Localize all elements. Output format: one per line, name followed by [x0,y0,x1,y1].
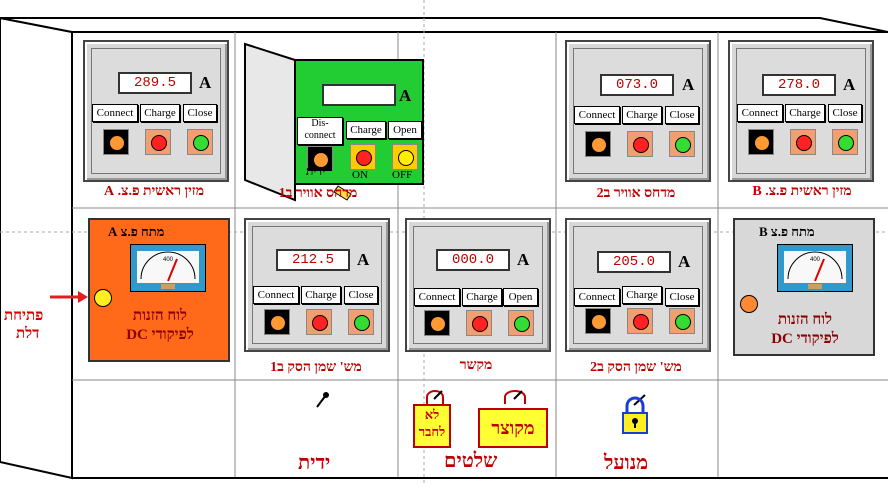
door-arrow-icon [50,291,88,303]
compressor-1-open-button[interactable]: Open [388,121,422,139]
compressor-1-disconnect-button[interactable]: Dis-connect [297,117,343,145]
manual-label: ידית [298,452,331,474]
feeder-a-green-lamp[interactable] [187,129,213,155]
compressor-1-charge-button[interactable]: Charge [346,121,386,139]
coupler-switch-lamp[interactable] [424,310,450,336]
dc-panel-a-label-2: לפיקודי DC [126,327,194,343]
oil-heater-2-connect-button[interactable]: Connect [574,288,620,306]
oil-heater-1-green-lamp[interactable] [348,309,374,335]
oil-heater-1-close-button[interactable]: Close [344,286,378,304]
feeder-b-charge-button[interactable]: Charge [785,104,825,122]
compressor-1-on-lamp[interactable] [350,144,376,170]
coupler-green-lamp[interactable] [508,310,534,336]
compressor-2-readout: 073.0 [600,74,674,96]
locked-label: מנועל [604,452,649,474]
compressor-1-unit: A [399,86,412,105]
feeder-b-connect-button[interactable]: Connect [737,104,783,122]
lock-icon[interactable] [620,393,650,437]
oil-heater-1-caption: מש' שמן הסק ב1 [270,360,362,375]
dc-panel-a-knob[interactable] [94,289,112,307]
compressor-2-unit: A [682,75,695,94]
feeder-b-green-lamp[interactable] [832,129,858,155]
compressor-1-manual-label: ידית [306,164,326,178]
sign-hook-icon-1 [426,390,444,404]
feeder-a-close-button[interactable]: Close [183,104,217,122]
feeder-a-unit: A [199,73,212,92]
dc-panel-a-title: מתח פ.צ A [108,224,165,239]
shorted-tag[interactable]: מקוצר [478,408,548,448]
dc-panel-b-label-2: לפיקודי DC [771,331,839,347]
feeder-a-caption: מזין ראשית פ.צ. A [103,184,204,199]
coupler-readout: 000.0 [436,249,510,271]
compressor-2-caption: מדחס אוויר ב2 [596,186,676,201]
dc-panel-a-scale: 400 [163,257,174,263]
dc-panel-a: מתח פ.צ A 400 לוח הזנות לפיקודי DC [88,218,230,362]
no-connect-tag-line1: לא [424,407,440,422]
oil-heater-1-charge-button[interactable]: Charge [301,286,341,304]
oil-heater-2-charge-button[interactable]: Charge [622,286,662,304]
compressor-1-on-label: ON [352,169,368,181]
coupler-open-button[interactable]: Open [503,288,538,306]
compressor-1-switch-lamp[interactable] [307,146,333,172]
oil-heater-2-green-lamp[interactable] [669,308,695,334]
compressor-2-connect-button[interactable]: Connect [574,106,620,124]
compressor-2-close-button[interactable]: Close [665,106,699,124]
dc-panel-b: מתח פ.צ B 400 לוח הזנות לפיקודי DC [733,218,875,356]
oil-heater-2-unit: A [678,252,691,271]
oil-heater-1-red-lamp[interactable] [306,309,332,335]
coupler-caption: מקשר [459,358,493,373]
compressor-1-caption: מדחס אוויר ב1 [278,186,358,201]
signs-label: שלטים [444,450,498,472]
no-connect-tag-line2: לחבר [418,424,446,439]
dc-panel-a-voltmeter: 400 [130,244,206,292]
dc-panel-b-scale: 400 [810,257,821,263]
oil-heater-2-close-button[interactable]: Close [665,288,699,306]
compressor-2-charge-button[interactable]: Charge [622,106,662,124]
compressor-1-off-label: OFF [392,169,413,181]
feeder-a-switch-lamp[interactable] [103,129,129,155]
feeder-a-red-lamp[interactable] [145,129,171,155]
coupler-charge-button[interactable]: Charge [462,288,502,306]
feeder-a-readout: 289.5 [118,72,192,94]
coupler-unit: A [517,250,530,269]
feeder-a-charge-button[interactable]: Charge [140,104,180,122]
manual-handle-icon[interactable] [312,390,332,410]
oil-heater-1-connect-button[interactable]: Connect [253,286,299,304]
feeder-b-readout: 278.0 [762,74,836,96]
dc-panel-a-label-1: לוח הזנות [132,308,188,324]
door-open-label-2: דלת [16,326,40,342]
dc-panel-b-voltmeter: 400 [777,244,853,292]
oil-heater-2-readout: 205.0 [597,251,671,273]
feeder-b-red-lamp[interactable] [790,129,816,155]
feeder-b-unit: A [843,75,856,94]
dc-panel-b-title: מתח פ.צ B [759,224,815,239]
compressor-2-red-lamp[interactable] [627,131,653,157]
compressor-1-readout [322,84,396,106]
oil-heater-1-switch-lamp[interactable] [264,309,290,335]
oil-heater-2-caption: מש' שמן הסק ב2 [590,360,682,375]
sign-hook-icon-2 [504,390,526,404]
feeder-b-close-button[interactable]: Close [828,104,862,122]
no-connect-tag[interactable]: לא לחבר [413,404,451,448]
feeder-b-switch-lamp[interactable] [748,129,774,155]
coupler-red-lamp[interactable] [466,310,492,336]
door-open-label-1: פתיחת [4,308,44,324]
oil-heater-1-unit: A [357,250,370,269]
oil-heater-1-readout: 212.5 [276,249,350,271]
oil-heater-2-red-lamp[interactable] [627,308,653,334]
feeder-b-caption: מזין ראשית פ.צ. B [752,184,852,199]
dc-panel-b-label-1: לוח הזנות [777,312,833,328]
dc-panel-b-knob[interactable] [740,295,758,313]
feeder-a-connect-button[interactable]: Connect [92,104,138,122]
coupler-connect-button[interactable]: Connect [414,288,460,306]
compressor-1-off-lamp[interactable] [392,144,418,170]
compressor-2-switch-lamp[interactable] [585,131,611,157]
oil-heater-2-switch-lamp[interactable] [585,308,611,334]
compressor-2-green-lamp[interactable] [669,131,695,157]
